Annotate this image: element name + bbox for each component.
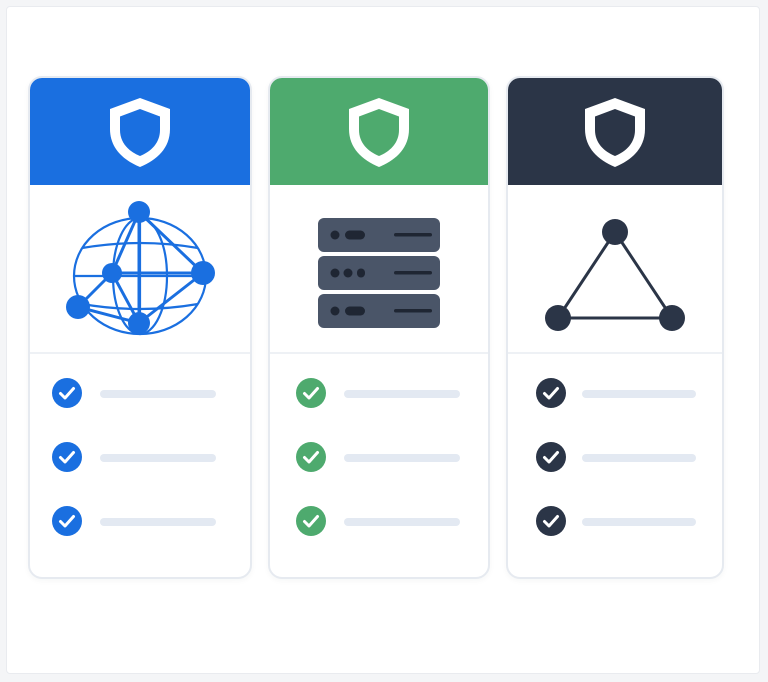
check-circle-icon bbox=[296, 378, 326, 408]
feature-item bbox=[30, 378, 250, 412]
card-network bbox=[28, 76, 252, 579]
feature-item bbox=[270, 506, 488, 540]
shield-icon bbox=[110, 97, 170, 167]
shield-icon bbox=[349, 97, 409, 167]
feature-item bbox=[508, 506, 722, 540]
card-divider bbox=[30, 352, 250, 354]
feature-placeholder-line bbox=[344, 454, 460, 462]
feature-item bbox=[30, 442, 250, 476]
card-server bbox=[268, 76, 490, 579]
feature-placeholder-line bbox=[582, 390, 696, 398]
check-circle-icon bbox=[536, 442, 566, 472]
feature-placeholder-line bbox=[100, 518, 216, 526]
triangle-network-icon bbox=[545, 219, 685, 331]
feature-placeholder-line bbox=[344, 390, 460, 398]
server-stack-icon bbox=[318, 218, 440, 328]
feature-placeholder-line bbox=[344, 518, 460, 526]
feature-placeholder-line bbox=[100, 390, 216, 398]
card-nodes bbox=[506, 76, 724, 579]
card-header-network bbox=[30, 78, 250, 185]
feature-item bbox=[508, 378, 722, 412]
feature-item bbox=[508, 442, 722, 476]
check-circle-icon bbox=[296, 506, 326, 536]
card-divider bbox=[508, 352, 722, 354]
shield-icon bbox=[585, 97, 645, 167]
feature-placeholder-line bbox=[582, 518, 696, 526]
feature-item bbox=[30, 506, 250, 540]
card-header-nodes bbox=[508, 78, 722, 185]
card-header-server bbox=[270, 78, 488, 185]
illustration-network bbox=[30, 196, 250, 356]
feature-item bbox=[270, 442, 488, 476]
globe-network-icon bbox=[66, 201, 215, 336]
check-circle-icon bbox=[536, 378, 566, 408]
feature-item bbox=[270, 378, 488, 412]
illustration-server bbox=[270, 196, 488, 356]
check-circle-icon bbox=[536, 506, 566, 536]
illustration-nodes bbox=[508, 196, 722, 356]
feature-placeholder-line bbox=[100, 454, 216, 462]
check-circle-icon bbox=[52, 378, 82, 408]
card-divider bbox=[270, 352, 488, 354]
feature-placeholder-line bbox=[582, 454, 696, 462]
check-circle-icon bbox=[52, 442, 82, 472]
check-circle-icon bbox=[296, 442, 326, 472]
check-circle-icon bbox=[52, 506, 82, 536]
